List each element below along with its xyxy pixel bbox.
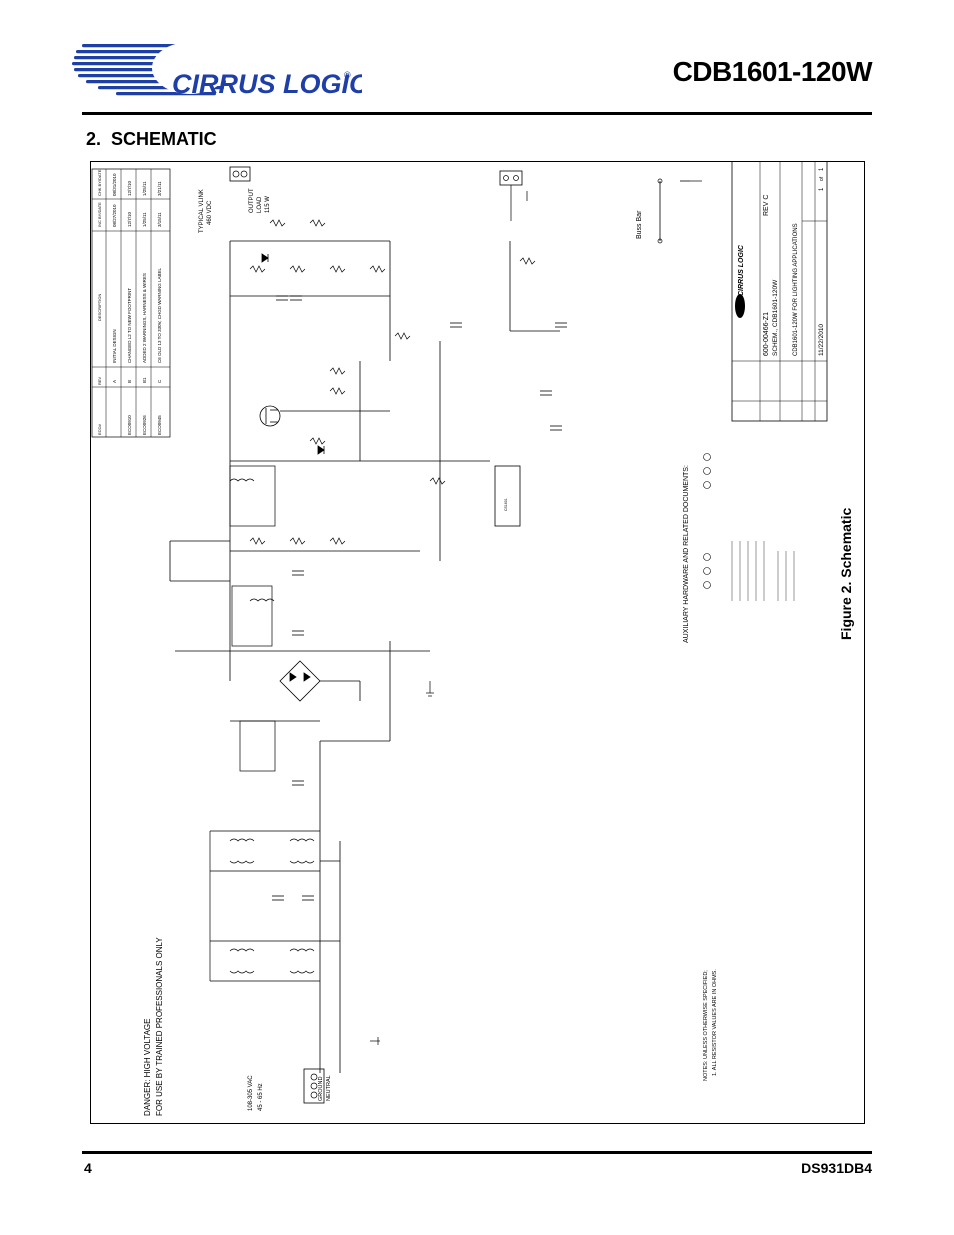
power-rails [169,240,560,1073]
svg-text:NEUTRAL: NEUTRAL [326,1075,332,1101]
header-rule [82,112,872,115]
rev-header-eco: ECO# [97,423,102,435]
svg-text:GROUND: GROUND [318,1077,324,1101]
svg-text:1/25/11: 1/25/11 [142,212,147,227]
rev-header-description: DESCRIPTION [97,294,102,321]
jumper-terminal [499,170,528,221]
resistors [249,219,536,545]
page-number: 4 [84,1160,92,1176]
output-terminal: TYPICAL VLINK 460 VDC OUTPUT LOAD 115 W [199,166,271,233]
drawing-date: 11/22/2010 [818,324,825,356]
notes-item: 1. ALL RESISTOR VALUES ARE IN OHMS. [712,969,718,1076]
filter-capacitors [272,570,314,901]
svg-text:08/31/2010: 08/31/2010 [112,173,117,196]
svg-text:115 W: 115 W [265,196,271,213]
controller-ic: CS1601 [494,465,521,527]
section-title: Schematic [111,129,217,149]
footer-rule [82,1151,872,1154]
drawing-number: 600-00466-Z1 [763,312,770,356]
inductor-l1 [239,720,276,772]
svg-text:C: C [157,379,162,383]
svg-text:CHANGED L2 TO NEW FOOTPRINT: CHANGED L2 TO NEW FOOTPRINT [127,288,132,363]
input-frequency: 45 - 65 Hz [258,1083,264,1111]
drawing-title-line2: CDB1601-120W FOR LIGHTING APPLICATIONS [793,223,799,356]
svg-text:12/7/10: 12/7/10 [127,211,132,227]
title-block: CIRRUS LOGIC 600-00466-Z1 REV C SCHEM., … [731,160,828,422]
section-number: 2. [86,129,102,149]
svg-text:ADDED 2 WARNINGS, HARNESS & WI: ADDED 2 WARNINGS, HARNESS & WIRES [142,273,147,363]
svg-text:08/27/2010: 08/27/2010 [112,204,117,227]
vlink-voltage: 460 VDC [207,200,213,225]
svg-text:3/15/11: 3/15/11 [157,212,162,227]
svg-text:CIRRUS LOGIC: CIRRUS LOGIC [172,69,362,99]
mosfet-q1 [259,405,281,427]
rev-header-inc: INC BY/DATE [97,202,102,227]
control-capacitors [276,295,567,431]
svg-text:C6 OLD 13 TO 330V, CHGD WARNIN: C6 OLD 13 TO 330V, CHGD WARNING LABEL [157,267,162,363]
boost-inductor [229,465,276,647]
input-voltage: 108-305 VAC [248,1075,254,1111]
vlink-label: TYPICAL VLINK [199,189,205,233]
danger-warning: DANGER: HIGH VOLTAGE [143,1019,152,1117]
notes-title: NOTES: UNLESS OTHERWISE SPECIFIED; [703,970,709,1081]
buss-bar: Buss Bar [636,178,690,244]
svg-text:12/7/10: 12/7/10 [127,180,132,196]
svg-text:B: B [127,380,132,383]
aux-item-lines [731,541,795,601]
document-title: CDB1601-120W [672,56,873,87]
svg-text:B1: B1 [142,377,147,383]
drawing-sheet: 1 [819,187,825,191]
diodes [261,253,325,455]
svg-text:INITIAL DESIGN: INITIAL DESIGN [112,329,117,363]
drawing-rev: REV C [763,195,770,216]
svg-text:ECO0910: ECO0910 [127,415,132,435]
section-heading: 2. Schematic [86,129,217,150]
svg-text:OUTPUT: OUTPUT [249,188,255,213]
rev-header-chk: CHK BY/DATE [97,169,102,196]
aux-hardware-symbols [703,453,711,589]
svg-text:LOAD: LOAD [257,196,263,213]
svg-text:ECO0926: ECO0926 [142,415,147,435]
svg-text:CS1601: CS1601 [504,498,508,511]
professionals-warning: FOR USE BY TRAINED PROFESSIONALS ONLY [155,937,164,1116]
drawing-title-line1: SCHEM., CDB1601-120W [772,279,779,356]
schematic-svg: ECO# REV DESCRIPTION INC BY/DATE CHK BY/… [90,160,865,1124]
drawing-sheet-of: 1 [819,167,825,171]
ground-symbols [370,180,702,1045]
input-filter-chokes [209,830,320,982]
svg-text:CIRRUS LOGIC: CIRRUS LOGIC [738,244,745,296]
svg-text:3/21/11: 3/21/11 [157,181,162,196]
input-terminal: 108-305 VAC 45 - 65 Hz GROUND NEUTRAL [248,1068,332,1111]
document-id: DS931DB4 [801,1160,872,1176]
svg-text:of: of [819,176,825,181]
figure-caption: Figure 2. Schematic [838,507,854,640]
svg-text:A: A [112,380,117,383]
svg-text:ECO0945: ECO0945 [157,415,162,435]
aux-title: AUXILIARY HARDWARE AND RELATED DOCUMENTS… [683,465,690,643]
title-block-logo-icon: CIRRUS LOGIC [735,244,745,318]
logo-swoosh-icon: CIRRUS LOGIC ® [72,42,369,99]
svg-text:®: ® [344,70,351,80]
buss-bar-label: Buss Bar [636,210,643,239]
rev-header-rev: REV [97,376,102,385]
svg-text:1/25/11: 1/25/11 [142,181,147,196]
schematic-drawing: ECO# REV DESCRIPTION INC BY/DATE CHK BY/… [90,160,865,1124]
revision-table: ECO# REV DESCRIPTION INC BY/DATE CHK BY/… [91,168,171,438]
cirrus-logic-logo: CIRRUS LOGIC ® [72,36,369,106]
bridge-rectifier [279,660,361,702]
